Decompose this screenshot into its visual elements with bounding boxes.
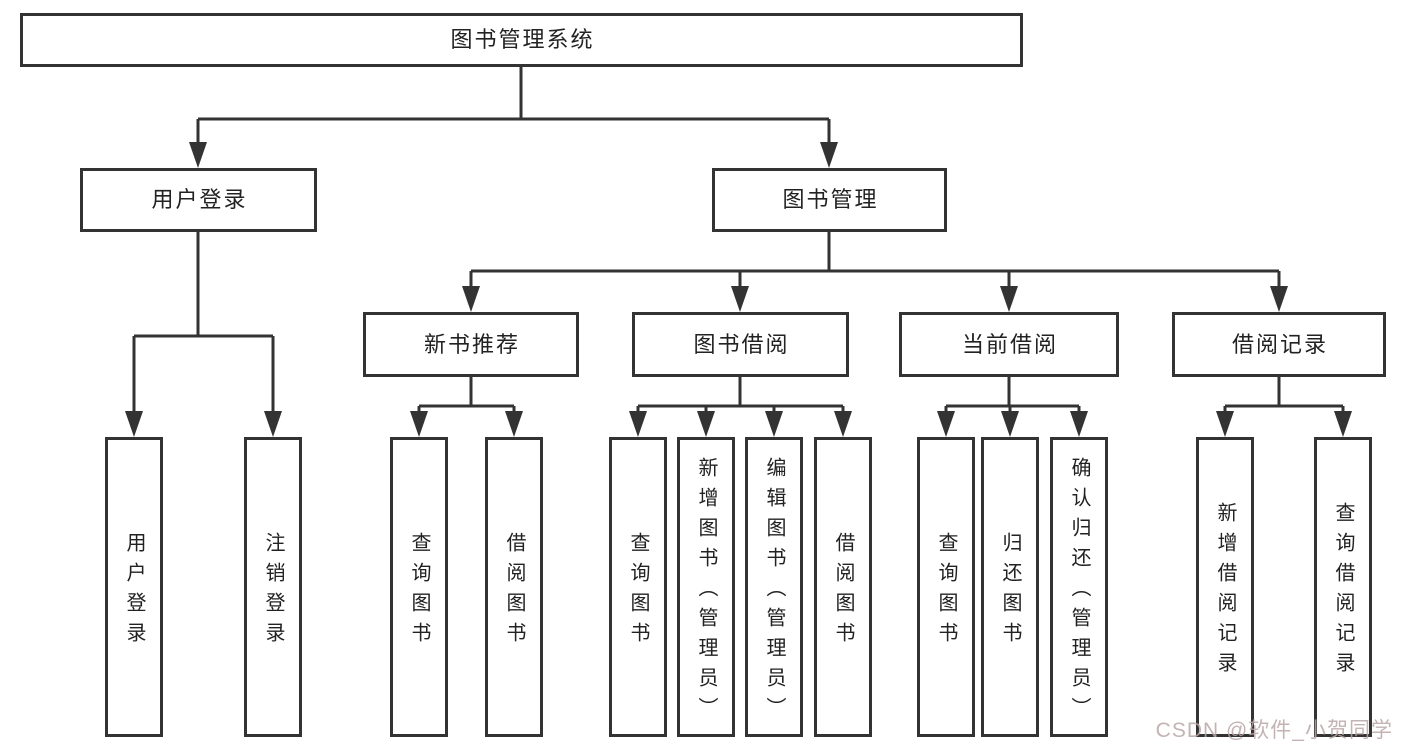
node-user-login: 用户登录 bbox=[80, 168, 317, 232]
arrowhead bbox=[1334, 411, 1352, 437]
leaf-borrow-add-book: 新增图书（管理员） bbox=[677, 437, 735, 737]
node-label: 用户登录 bbox=[151, 187, 248, 212]
node-borrow-records: 借阅记录 bbox=[1172, 312, 1386, 377]
node-label: 用户登录 bbox=[123, 532, 145, 652]
node-label: 新书推荐 bbox=[423, 331, 520, 357]
node-label: 归还图书 bbox=[999, 532, 1021, 652]
arrowhead bbox=[937, 411, 955, 437]
edges-new-book-to-leaves bbox=[410, 377, 523, 437]
arrowhead bbox=[1000, 286, 1018, 312]
arrowhead bbox=[410, 411, 428, 437]
node-label: 借阅图书 bbox=[503, 532, 525, 652]
edges-book-mgmt-to-level3 bbox=[462, 232, 1288, 312]
arrowhead bbox=[820, 142, 838, 168]
arrowhead bbox=[629, 411, 647, 437]
leaf-borrow-edit-book: 编辑图书（管理员） bbox=[745, 437, 803, 737]
leaf-records-add: 新增借阅记录 bbox=[1196, 437, 1254, 737]
node-label: 新增借阅记录 bbox=[1214, 502, 1236, 682]
arrowhead bbox=[264, 411, 282, 437]
arrowhead bbox=[834, 411, 852, 437]
edges-book-borrow-to-leaves bbox=[629, 377, 852, 437]
node-label: 当前借阅 bbox=[961, 331, 1058, 357]
arrowhead bbox=[1270, 286, 1288, 312]
edges-current-borrow-to-leaves bbox=[937, 377, 1088, 437]
node-label: 查询图书 bbox=[627, 532, 649, 652]
node-label: 新增图书（管理员） bbox=[695, 457, 717, 727]
arrowhead bbox=[765, 411, 783, 437]
edges-user-login-to-leaves bbox=[125, 232, 282, 437]
leaf-current-query: 查询图书 bbox=[917, 437, 975, 737]
arrowhead bbox=[125, 411, 143, 437]
node-label: 图书管理 bbox=[782, 187, 879, 212]
node-label: 借阅记录 bbox=[1231, 331, 1328, 357]
arrowhead bbox=[462, 286, 480, 312]
arrowhead bbox=[1216, 411, 1234, 437]
leaf-current-return: 归还图书 bbox=[981, 437, 1039, 737]
arrowhead bbox=[505, 411, 523, 437]
node-book-borrow: 图书借阅 bbox=[632, 312, 849, 377]
arrowhead bbox=[1070, 411, 1088, 437]
watermark: CSDN @软件_小贺同学 bbox=[1155, 719, 1393, 742]
edges-borrow-records-to-leaves bbox=[1216, 377, 1352, 437]
edges-root-to-level2 bbox=[189, 67, 838, 168]
node-root: 图书管理系统 bbox=[20, 13, 1023, 67]
node-root-label: 图书管理系统 bbox=[450, 27, 595, 52]
arrowhead bbox=[189, 142, 207, 168]
node-new-book-recommend: 新书推荐 bbox=[363, 312, 579, 377]
node-label: 图书借阅 bbox=[693, 331, 790, 357]
arrowhead bbox=[1001, 411, 1019, 437]
leaf-current-confirm-return: 确认归还（管理员） bbox=[1050, 437, 1108, 737]
arrowhead bbox=[697, 411, 715, 437]
node-label: 查询借阅记录 bbox=[1332, 502, 1354, 682]
node-label: 借阅图书 bbox=[832, 532, 854, 652]
leaf-new-book-query: 查询图书 bbox=[390, 437, 448, 737]
node-book-mgmt: 图书管理 bbox=[712, 168, 947, 232]
leaf-borrow-query: 查询图书 bbox=[609, 437, 667, 737]
node-label: 注销登录 bbox=[262, 532, 284, 652]
leaf-new-book-borrow: 借阅图书 bbox=[485, 437, 543, 737]
node-current-borrow: 当前借阅 bbox=[899, 312, 1119, 377]
leaf-user-login: 用户登录 bbox=[105, 437, 163, 737]
node-label: 查询图书 bbox=[408, 532, 430, 652]
node-label: 查询图书 bbox=[935, 532, 957, 652]
leaf-records-query: 查询借阅记录 bbox=[1314, 437, 1372, 737]
leaf-logout: 注销登录 bbox=[244, 437, 302, 737]
arrowhead bbox=[731, 286, 749, 312]
leaf-borrow-lend-book: 借阅图书 bbox=[814, 437, 872, 737]
node-label: 确认归还（管理员） bbox=[1068, 457, 1090, 727]
node-label: 编辑图书（管理员） bbox=[763, 457, 785, 727]
